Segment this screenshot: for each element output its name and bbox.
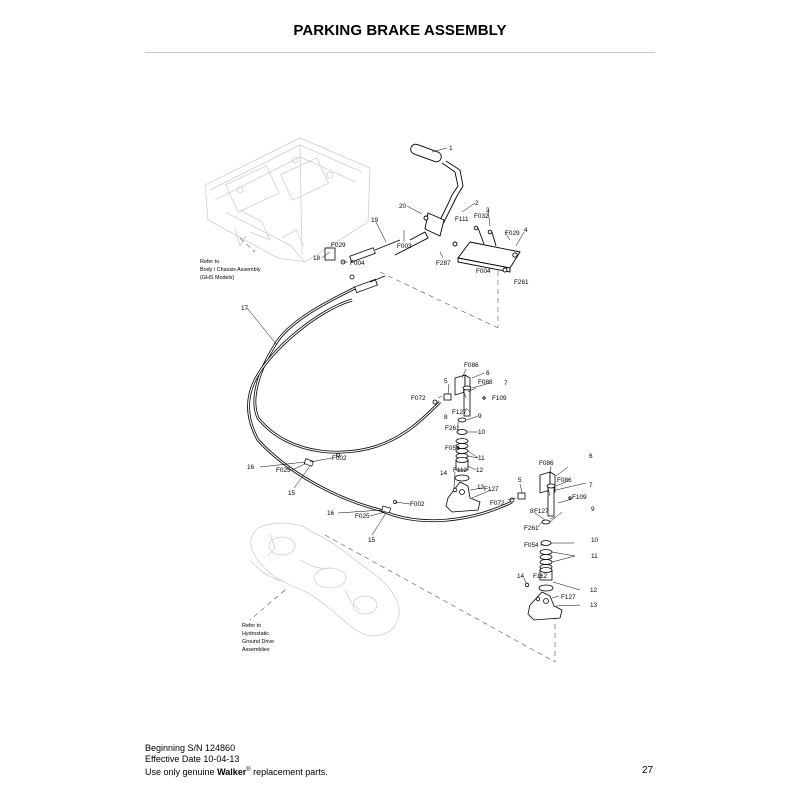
callout-f004-upper: F004 <box>476 268 491 275</box>
callout-f029-upper: F029 <box>505 230 520 237</box>
callout-f025-lower: F025 <box>355 513 370 520</box>
callout-f261-right: F261 <box>524 525 539 532</box>
callout-4: 4 <box>524 227 528 234</box>
callout-f086-right-b: F086 <box>557 477 572 484</box>
callout-f086-left-a: F086 <box>464 362 479 369</box>
note-hydrostatic: Refer to Hydrostatic Ground Drive Assemb… <box>242 623 274 653</box>
brand-name: Walker <box>217 767 247 777</box>
callout-16-lower: 16 <box>327 510 335 517</box>
hydrostatic-ghost <box>249 522 400 637</box>
callout-f127-right-a: F127 <box>534 508 549 515</box>
callout-3: 3 <box>486 207 490 214</box>
callout-f003: F003 <box>397 243 412 250</box>
callout-f112-left: F112 <box>453 467 468 474</box>
callout-17: 17 <box>241 305 249 312</box>
callout-8-left: 8 <box>444 414 448 421</box>
callout-10-left: 10 <box>478 429 486 436</box>
callout-13-left: 13 <box>477 484 485 491</box>
callout-15-lower: 15 <box>368 537 376 544</box>
callout-f029-left: F029 <box>331 242 346 249</box>
callout-f287: F287 <box>436 260 451 267</box>
callout-f111: F111 <box>455 216 469 223</box>
callout-9-left: 9 <box>478 413 482 420</box>
reference-lines <box>239 237 556 663</box>
leader-lines <box>246 147 587 607</box>
callout-7-left: 7 <box>504 380 508 387</box>
callout-f086-left-b: F086 <box>478 379 493 386</box>
callout-14-right: 14 <box>517 573 525 580</box>
right-caliper-assembly <box>509 471 572 621</box>
genuine-parts-notice: Use only genuine Walker® replacement par… <box>145 765 328 778</box>
callout-18: 18 <box>313 255 321 262</box>
callout-5-left: 5 <box>444 378 448 385</box>
callout-f086-right-a: F086 <box>539 460 554 467</box>
note-hydrostatic-line-4: Assemblies <box>242 647 270 653</box>
callout-f032: F032 <box>474 213 489 220</box>
callout-f261-left: F261 <box>445 425 460 432</box>
note-hydrostatic-line-3: Ground Drive <box>242 639 274 645</box>
callout-6-right: 6 <box>589 453 593 460</box>
footer: Beginning S/N 124860 Effective Date 10-0… <box>145 743 328 778</box>
lever-bracket <box>452 225 521 273</box>
callout-f004-left: F004 <box>350 260 365 267</box>
callout-f054-left: F054 <box>445 445 460 452</box>
callout-f072-right: F072 <box>490 500 505 507</box>
callout-f002-lower: F002 <box>410 501 425 508</box>
callout-f072-left: F072 <box>411 395 426 402</box>
hand-lever <box>394 143 464 256</box>
callout-11-left: 11 <box>478 455 485 462</box>
effective-date: Effective Date 10-04-13 <box>145 754 240 764</box>
callout-f002-upper: F002 <box>332 455 347 462</box>
note-body-chassis-line-2: Body / Chassis Assembly <box>200 267 261 273</box>
callout-7-right: 7 <box>589 482 593 489</box>
serial-number: Beginning S/N 124860 <box>145 743 236 753</box>
page-number: 27 <box>642 765 654 776</box>
callout-19: 19 <box>371 217 379 224</box>
callout-f025-upper: F025 <box>276 467 291 474</box>
chassis-ghost <box>204 137 371 263</box>
left-caliper-assembly <box>432 374 486 513</box>
callout-f109-right: F109 <box>572 494 587 501</box>
callout-f112-right: F112 <box>533 573 548 580</box>
callout-6-left: 6 <box>486 370 490 377</box>
callout-11-right: 11 <box>591 553 598 560</box>
cable-ends <box>324 239 401 294</box>
note-hydrostatic-line-2: Hydrostatic <box>242 631 269 637</box>
cable-clamps <box>303 453 397 514</box>
callout-5-right: 5 <box>518 477 522 484</box>
notice-prefix: Use only genuine <box>145 767 218 777</box>
callout-f054-right: F054 <box>524 542 539 549</box>
notice-suffix: replacement parts. <box>250 767 328 777</box>
note-body-chassis-line-3: (GHS Models) <box>200 275 234 281</box>
page-title: PARKING BRAKE ASSEMBLY <box>293 22 507 39</box>
callout-16-upper: 16 <box>247 464 255 471</box>
note-hydrostatic-line-1: Refer to <box>242 623 261 629</box>
callout-15-upper: 15 <box>288 490 296 497</box>
brake-cables <box>247 286 513 523</box>
callout-13-right: 13 <box>590 602 598 609</box>
callout-9-right: 9 <box>591 506 595 513</box>
callout-f261-upper: F261 <box>514 279 529 286</box>
callout-2: 2 <box>475 200 479 207</box>
callout-20: 20 <box>399 203 407 210</box>
callout-14-left: 14 <box>440 470 448 477</box>
callout-10-right: 10 <box>591 537 599 544</box>
callout-1: 1 <box>449 145 453 152</box>
note-body-chassis-line-1: Refer to <box>200 259 219 265</box>
callout-f109-left: F109 <box>492 395 507 402</box>
registered-mark: ® <box>246 767 251 773</box>
callout-f127-left-b: F127 <box>484 486 499 493</box>
note-body-chassis: Refer to Body / Chassis Assembly (GHS Mo… <box>200 259 261 281</box>
callout-12-right: 12 <box>590 587 598 594</box>
callout-f127-right-b: F127 <box>561 594 576 601</box>
callout-8-right: 8 <box>530 508 534 515</box>
title-divider <box>145 52 655 53</box>
callout-f127-left-a: F127 <box>452 409 467 416</box>
callout-12-left: 12 <box>476 467 484 474</box>
